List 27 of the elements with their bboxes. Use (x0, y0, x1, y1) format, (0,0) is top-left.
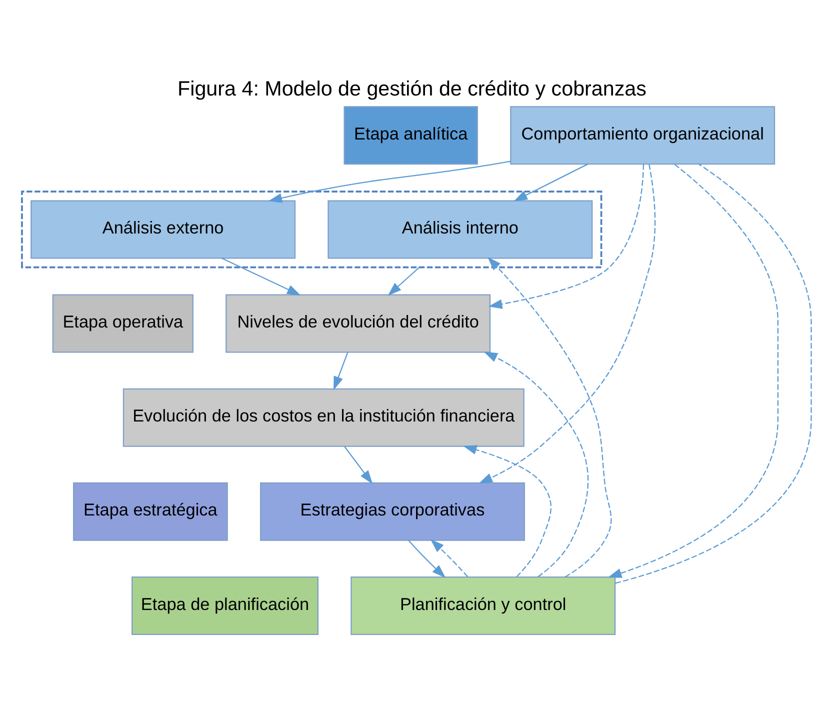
node-box: Análisis externo (30, 200, 296, 259)
node-box: Etapa analítica (344, 106, 478, 165)
node-box: Planificación y control (350, 576, 616, 635)
arrow (408, 540, 446, 578)
node-box: Evolución de los costos en la institución financiera (122, 388, 524, 447)
node-box: Etapa estratégica (73, 482, 228, 541)
arrow (344, 446, 373, 484)
arrow (334, 352, 348, 390)
arrow (514, 164, 588, 202)
arrow (462, 445, 552, 578)
node-box: Etapa de planificación (132, 576, 318, 635)
node-box: Comportamiento organizacional (510, 106, 776, 165)
connector (615, 164, 812, 584)
arrow (268, 160, 510, 203)
arrow (487, 256, 612, 578)
arrow (488, 164, 644, 309)
arrow (388, 266, 420, 296)
arrow (221, 258, 301, 296)
node-box: Análisis interno (328, 200, 593, 259)
diagram-title: Figura 4: Modelo de gestión de crédito y cobranzas (178, 78, 646, 101)
arrow (430, 539, 468, 578)
node-box: Niveles de evolución del crédito (226, 294, 491, 353)
node-box: Etapa operativa (52, 294, 194, 353)
arrow (478, 164, 656, 484)
arrow (484, 352, 588, 578)
arrow (608, 164, 779, 578)
node-box: Estrategias corporativas (260, 482, 525, 541)
